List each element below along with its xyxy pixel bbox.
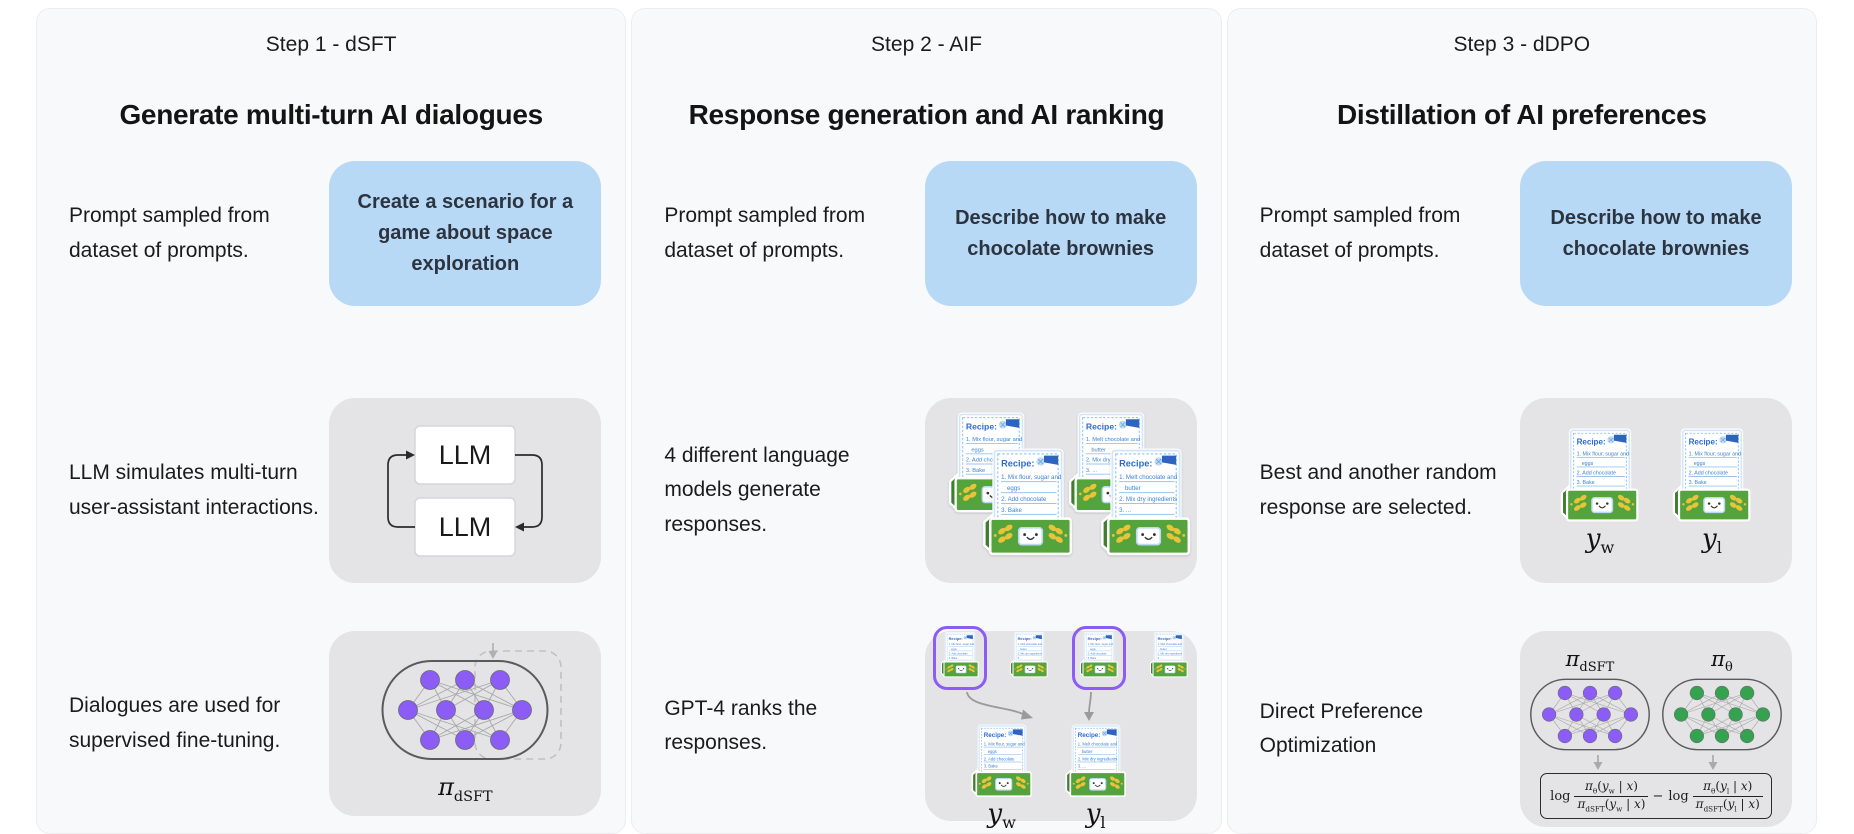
recipe-card-icon [1559, 428, 1641, 525]
row-prompt: Prompt sampled from dataset of prompts. … [1252, 161, 1792, 306]
recipe-card-icon [1149, 632, 1189, 679]
dpo-formula: log πθ(yw | x) πdSFT(yw | x) − log πθ(yl… [1540, 772, 1772, 820]
row-description: Prompt sampled from dataset of prompts. [664, 204, 866, 262]
row-selection: Best and another random response are sel… [1252, 398, 1792, 583]
row-description: Prompt sampled from dataset of prompts. [69, 204, 270, 262]
arrow-down-icon [1708, 754, 1718, 770]
llm-loop-figure: LLM LLM [329, 398, 602, 583]
row-prompt: Prompt sampled from dataset of prompts. … [656, 161, 1197, 306]
dpo-figure: πdSFT πθ [1519, 631, 1792, 827]
y-l-label: yl [1085, 799, 1106, 833]
selected-pair-figure: yw yl [1519, 398, 1792, 583]
row-description: Best and another random response are sel… [1259, 461, 1497, 519]
pi-theta-label: πθ [1711, 646, 1733, 675]
neural-network-icon [381, 642, 563, 760]
dsft-model-figure: πdSFT [329, 631, 602, 816]
panel-step1-dsft: Step 1 - dSFT Generate multi-turn AI dia… [36, 8, 627, 834]
row-sft: Dialogues are used for supervised fine-t… [61, 631, 602, 816]
neural-network-icon [1530, 678, 1650, 751]
selected-ring [1071, 626, 1126, 691]
row-ranking: GPT-4 ranks the responses. [656, 626, 1197, 832]
recipe-card-icon [1079, 632, 1119, 679]
y-w-label: yw [1585, 524, 1615, 558]
row-description: Dialogues are used for supervised fine-t… [69, 694, 281, 752]
row-prompt: Prompt sampled from dataset of prompts. … [61, 161, 602, 306]
panel-title: Response generation and AI ranking [688, 99, 1165, 130]
panel-title: Generate multi-turn AI dialogues [119, 99, 543, 130]
row-dpo: Direct Preference Optimization πdSFT πθ [1252, 631, 1792, 827]
selected-ring [932, 626, 987, 691]
candidate-responses [925, 626, 1197, 691]
panel-step2-aif: Step 2 - AIF Response generation and AI … [631, 8, 1222, 834]
y-w-label: yw [987, 799, 1016, 833]
down-arrows [1541, 754, 1771, 771]
prompt-bubble: Describe how to make chocolate brownies [1519, 161, 1792, 306]
row-generation: 4 different language models generate res… [656, 398, 1197, 583]
row-description: 4 different language models generate res… [664, 444, 850, 536]
recipe-card-icon [1064, 724, 1128, 800]
recipe-card-icon [1009, 632, 1049, 679]
rejected-response: yl [1064, 724, 1128, 832]
row-description: Direct Preference Optimization [1259, 699, 1424, 757]
row-description: LLM simulates multi-turn user-assistant … [69, 461, 319, 519]
ranked-pair: yw yl [925, 724, 1197, 832]
prompt-bubble: Describe how to make chocolate brownies [924, 161, 1197, 306]
llm-loop-icon: LLM LLM [387, 424, 544, 557]
recipe-cards-cluster [925, 398, 1197, 583]
row-llm-loop: LLM simulates multi-turn user-assistant … [61, 398, 602, 583]
row-description: Prompt sampled from dataset of prompts. [1259, 204, 1461, 262]
step-label: Step 1 - dSFT [265, 33, 397, 56]
recipe-card-icon [940, 632, 980, 679]
recipe-card-icon [1099, 448, 1193, 559]
pipeline-diagram: Step 1 - dSFT Generate multi-turn AI dia… [36, 8, 1817, 834]
panel-step3-ddpo: Step 3 - dDPO Distillation of AI prefere… [1226, 8, 1817, 834]
svg-text:LLM: LLM [439, 440, 492, 470]
recipe-card-icon [981, 448, 1075, 559]
chosen-response: yw [1559, 428, 1641, 557]
pi-dsft-label: πdSFT [1565, 646, 1615, 675]
arrow-down-icon [1593, 754, 1603, 770]
recipe-card-icon [1671, 428, 1753, 525]
neural-network-icon [1662, 678, 1782, 751]
recipe-card-icon [970, 724, 1034, 800]
row-description: GPT-4 ranks the responses. [664, 696, 818, 754]
step-label: Step 3 - dDPO [1453, 33, 1591, 56]
ranking-arrows-icon [965, 692, 1094, 722]
ranking-figure: yw yl [924, 626, 1197, 832]
step-label: Step 2 - AIF [871, 33, 982, 56]
chosen-response: yw [970, 724, 1034, 832]
y-l-label: yl [1702, 524, 1722, 558]
responses-figure [924, 398, 1197, 583]
svg-text:LLM: LLM [439, 512, 492, 542]
prompt-bubble: Create a scenario for a game about space… [329, 161, 602, 306]
panel-title: Distillation of AI preferences [1337, 99, 1707, 130]
rejected-response: yl [1671, 428, 1753, 557]
pi-dsft-label: πdSFT [438, 772, 493, 805]
